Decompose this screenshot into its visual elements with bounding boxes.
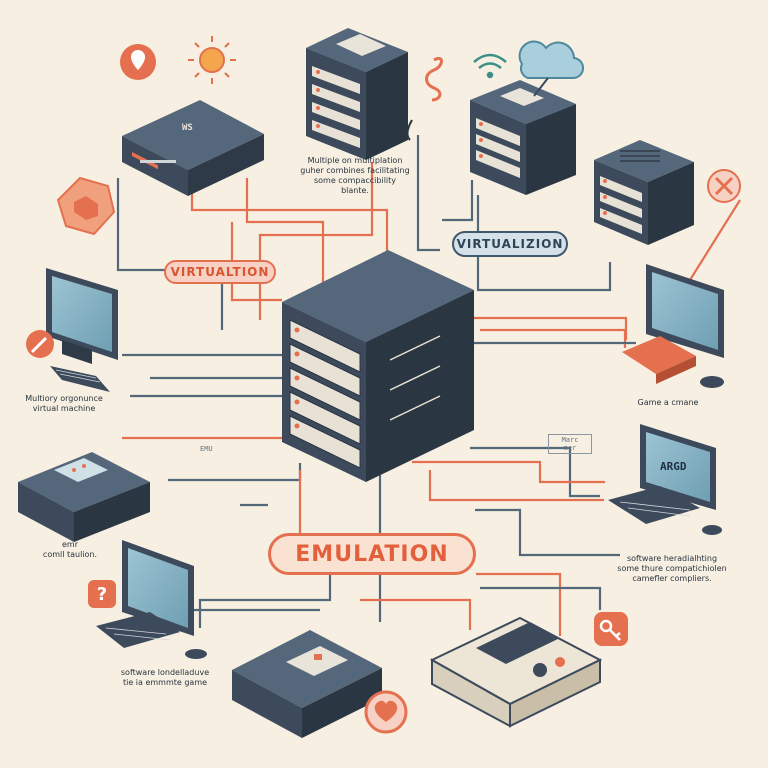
caption-left-low: emr comll taulion. — [42, 540, 98, 559]
connector — [428, 470, 604, 502]
connector — [475, 508, 620, 557]
connector — [480, 586, 602, 610]
server-tower-right — [594, 140, 694, 245]
connector — [168, 463, 302, 482]
connector — [116, 178, 224, 330]
console-box-left — [18, 452, 150, 542]
caption-top-center: Multiple on multiplation guher combines … — [300, 156, 410, 195]
virtualization-label-left: VIRTUALTION — [164, 260, 276, 284]
settings-badge-icon — [707, 169, 741, 203]
sun-icon — [188, 36, 236, 84]
connector — [360, 598, 472, 630]
connector — [470, 446, 600, 498]
hexagon-badge-icon — [56, 176, 116, 236]
connector — [476, 572, 562, 636]
central-server-tower — [282, 250, 474, 482]
emulation-label: EMULATION — [268, 533, 476, 575]
connector — [416, 135, 440, 252]
game-console-bottom-right — [429, 616, 603, 728]
svg-text:?: ? — [97, 584, 107, 605]
server-tag: WS — [182, 123, 193, 133]
connector — [230, 222, 282, 302]
connector — [198, 575, 332, 628]
console-bottom-center — [232, 630, 382, 738]
connector — [480, 328, 627, 348]
monitor-right-top — [622, 264, 724, 388]
monitor-left — [46, 268, 118, 392]
monitor-left-low — [96, 540, 207, 659]
connector — [245, 178, 325, 312]
virtualization-label-right: VIRTUALIZION — [452, 231, 568, 257]
connector — [689, 199, 741, 281]
caption-right-mid: Game a cmane — [637, 398, 699, 407]
question-icon: ? — [88, 580, 116, 608]
wifi-icon — [473, 53, 507, 79]
caption-left-mid: Multiory orgonunce virtual machine — [25, 394, 103, 413]
location-pin-icon — [120, 44, 156, 80]
tool-icon — [425, 56, 443, 102]
flat-server-top-left — [122, 100, 264, 196]
server-tower-top-right — [470, 80, 576, 195]
heart-icon — [364, 690, 408, 734]
caption-bottom-left: software londelladuve tie ia emmmte game — [120, 668, 210, 687]
monitor-right-low — [608, 424, 722, 535]
server-tower-top-center — [306, 28, 413, 160]
connector — [412, 460, 605, 484]
small-tag-left: EMU — [200, 445, 213, 453]
connector — [442, 180, 474, 222]
cloud-icon — [518, 40, 584, 97]
monitor-screen-text: ARGD — [660, 460, 687, 473]
wrench-badge-icon — [26, 330, 54, 358]
caption-right-low: software heradialhting some thure compat… — [617, 554, 727, 583]
small-tag-right: Marc mer — [548, 434, 592, 454]
key-icon — [594, 612, 628, 646]
